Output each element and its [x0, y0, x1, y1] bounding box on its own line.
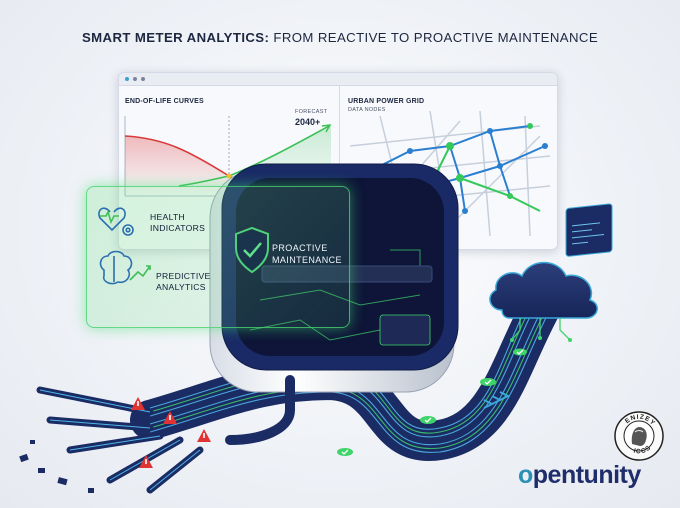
health-label-line2: INDICATORS [150, 223, 206, 233]
proactive-label-line2: MAINTENANCE [272, 255, 342, 265]
forecast-label: FORECAST [295, 109, 328, 115]
warning-icon [163, 411, 177, 424]
warning-icon [197, 429, 211, 442]
arrow-icon [321, 124, 332, 133]
check-node-icon [480, 378, 496, 386]
check-node-icon [337, 448, 353, 456]
warning-icon-group [131, 397, 211, 468]
predictive-analytics-label: PREDICTIVE ANALYTICS [156, 271, 211, 293]
predictive-label-line1: PREDICTIVE [156, 271, 211, 281]
window-dot [133, 77, 137, 81]
checkpoint-group [337, 348, 527, 456]
flow-arrows-icon [483, 391, 511, 409]
cloud-icon [489, 261, 598, 342]
brand-rest: pentunity [532, 461, 642, 489]
page-title: SMART METER ANALYTICS: FROM REACTIVE TO … [0, 30, 680, 45]
code-window-icon [565, 203, 613, 257]
warning-icon [131, 397, 145, 410]
forecast-value: 2040+ [295, 117, 321, 127]
window-dot [141, 77, 145, 81]
brand-prefix: o [518, 461, 533, 489]
warning-icon [139, 455, 153, 468]
heart-gear-icon [98, 207, 134, 236]
meter-wires [225, 375, 295, 445]
power-grid-subtitle: DATA NODES [348, 107, 386, 113]
health-indicators-label: HEALTH INDICATORS [150, 212, 205, 234]
svg-text:ICCS: ICCS [633, 444, 653, 455]
proactive-label-line1: PROACTIVE [272, 243, 328, 253]
predictive-label-line2: ANALYTICS [156, 282, 206, 292]
opentunity-logo: opentunity [518, 461, 641, 490]
health-label-line1: HEALTH [150, 212, 186, 222]
smart-meter-device [209, 163, 459, 393]
debris [19, 440, 94, 493]
check-node-icon [513, 348, 527, 356]
enizey-seal-logo: ENIZEY ICCS [614, 411, 664, 461]
shield-check-icon [235, 226, 269, 274]
intersection-point [226, 173, 232, 179]
health-analytics-panel [86, 186, 350, 328]
power-grid-title: URBAN POWER GRID [348, 98, 425, 105]
check-node-icon [420, 416, 436, 424]
window-dot [125, 77, 129, 81]
end-of-life-title: END-OF-LIFE CURVES [125, 98, 204, 105]
dashboard-titlebar [119, 73, 557, 86]
title-rest: FROM REACTIVE TO PROACTIVE MAINTENANCE [269, 30, 599, 45]
green-curve [178, 125, 330, 187]
brain-chart-icon [99, 250, 151, 285]
proactive-maintenance-label: PROACTIVE MAINTENANCE [272, 242, 342, 266]
circuit-trace [130, 280, 565, 461]
title-bold: SMART METER ANALYTICS: [81, 30, 270, 45]
